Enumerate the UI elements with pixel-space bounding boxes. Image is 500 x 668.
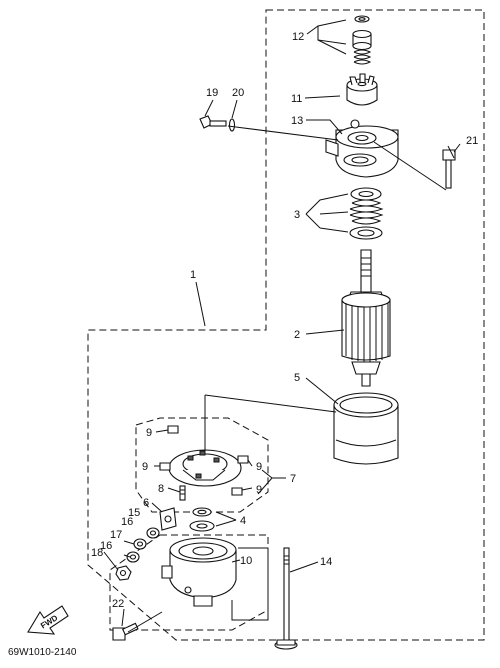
- callout-15: 15: [128, 507, 140, 519]
- callout-16b: 16: [100, 540, 112, 552]
- callout-9b: 9: [142, 461, 148, 473]
- callout-12: 12: [292, 31, 304, 43]
- rear-cover-boundary: [109, 534, 269, 631]
- callout-3: 3: [294, 209, 300, 221]
- callout-11: 11: [291, 93, 302, 105]
- part-13-front-bracket: [325, 119, 399, 178]
- part-20-lock-washer: [228, 118, 236, 132]
- callout-14: 14: [320, 556, 332, 568]
- callout-16a: 16: [121, 516, 133, 528]
- callout-6: 6: [143, 497, 149, 509]
- part-17-washer: [126, 551, 140, 563]
- callout-13: 13: [291, 115, 303, 127]
- assembly-lines: [127, 125, 455, 633]
- callout-7: 7: [290, 473, 296, 485]
- callout-leaders: [103, 19, 461, 627]
- part-21-bolt: [442, 149, 456, 189]
- callout-21: 21: [466, 135, 478, 147]
- part-19-bolt: [199, 115, 227, 129]
- callout-4: 4: [240, 515, 246, 527]
- part-2-armature: [341, 249, 391, 387]
- part-7-brush-holder: [168, 449, 242, 487]
- callout-9d: 9: [256, 484, 262, 496]
- part-12-stopper: [352, 15, 372, 65]
- part-4-washers: [189, 507, 215, 532]
- callout-20: 20: [232, 87, 244, 99]
- callout-17: 17: [110, 529, 122, 541]
- drawing-code: 69W1010-2140: [8, 647, 77, 658]
- part-5-yoke: [333, 392, 399, 465]
- brush-holder-boundary: [135, 417, 269, 513]
- callout-10: 10: [240, 555, 252, 567]
- callout-19: 19: [206, 87, 218, 99]
- part-9-brushes: [159, 425, 249, 496]
- callout-9c: 9: [256, 461, 262, 473]
- callout-2: 2: [294, 329, 300, 341]
- part-6-insulator: [159, 507, 177, 531]
- part-8-terminal-bolt: [179, 485, 186, 501]
- callout-8: 8: [158, 483, 164, 495]
- callout-5: 5: [294, 372, 300, 384]
- part-14-through-bolt: [274, 547, 298, 650]
- part-16-washer: [133, 538, 147, 550]
- part-15-washer: [146, 527, 160, 539]
- part-18-nut: [115, 565, 132, 581]
- assembly-boundary: [87, 9, 485, 641]
- part-22-bolt: [112, 622, 139, 641]
- part-3-spring-set: [349, 187, 384, 240]
- callout-18: 18: [91, 547, 103, 559]
- callout-9a: 9: [146, 427, 152, 439]
- callout-22: 22: [112, 598, 124, 610]
- part-10-rear-cover: [161, 537, 237, 607]
- callout-1: 1: [190, 269, 196, 281]
- fwd-arrow: FWD: [27, 605, 69, 635]
- part-11-pinion: [346, 73, 378, 106]
